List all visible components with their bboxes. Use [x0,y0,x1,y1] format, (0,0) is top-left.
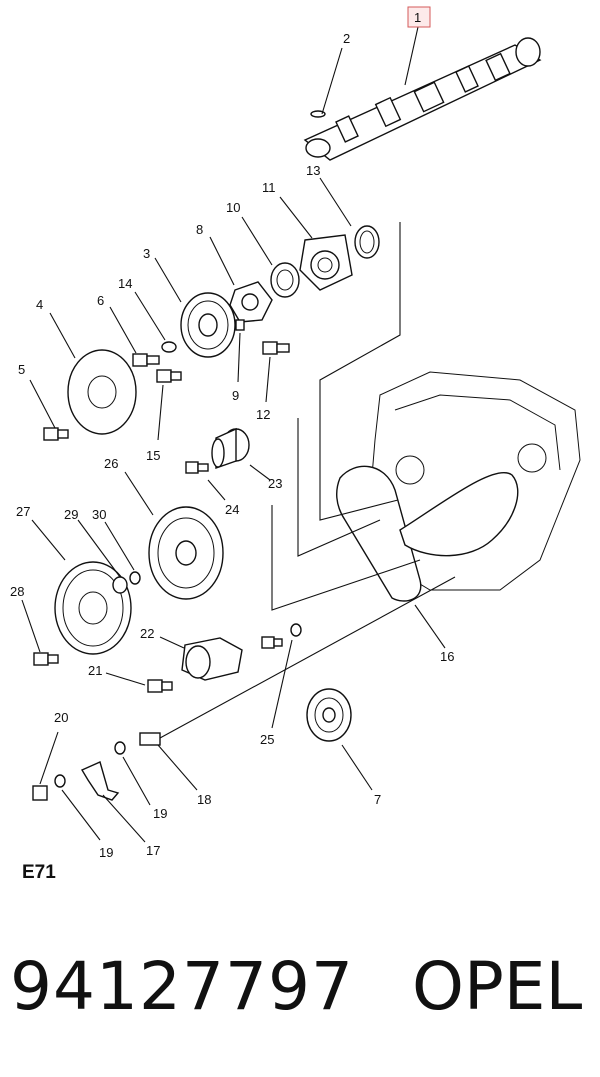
crank-gear-7 [306,688,352,742]
callout-11: 11 [262,180,276,195]
callout-22: 22 [140,626,154,641]
part-number: 94127797 [10,948,354,1025]
callout-2: 2 [343,31,350,46]
bolt-12 [262,341,290,355]
callout-30: 30 [92,507,106,522]
callout-6: 6 [97,293,104,308]
callout-28: 28 [10,584,24,599]
washer-14 [161,341,177,353]
tensioner-roller-23 [211,427,250,469]
bolt-25 [261,623,302,649]
callout-25: 25 [260,732,274,747]
callout-27: 27 [16,504,30,519]
callout-29: 29 [64,507,78,522]
callout-5: 5 [18,362,25,377]
callout-13: 13 [306,163,320,178]
nut-20 [32,785,48,801]
oil-seal-13 [354,225,380,259]
callout-8: 8 [196,222,203,237]
bolt-15 [156,369,182,383]
callout-19-lower: 19 [99,845,113,860]
brand-name: OPEL [412,948,583,1025]
bolt-24 [185,461,209,474]
washer-19-lower [54,774,66,788]
tensioner-22 [181,637,243,681]
callout-24: 24 [225,502,239,517]
bolt-28 [33,652,59,666]
callout-3: 3 [143,246,150,261]
callout-16: 16 [440,649,454,664]
callout-26: 26 [104,456,118,471]
plate-27 [54,561,132,655]
callout-14: 14 [118,276,132,291]
bolt-9 [235,319,245,331]
gear-3 [180,292,236,358]
cover-plate-4 [67,349,137,435]
stud-18 [139,576,456,746]
callout-1: 1 [414,10,421,25]
washer-30 [129,571,141,585]
washer-19-upper [114,741,126,755]
bolt-5 [43,427,69,441]
bracket-17 [80,761,120,801]
diagram-code: E71 [22,862,56,883]
callout-7: 7 [374,792,381,807]
highlighted-callout-box [407,6,431,28]
gear-26 [148,506,224,600]
callout-21: 21 [88,663,102,678]
washer-29 [112,576,128,594]
callout-23: 23 [268,476,282,491]
callout-18: 18 [197,792,211,807]
callout-4: 4 [36,297,43,312]
callout-19-upper: 19 [153,806,167,821]
bolt-6 [132,353,160,367]
housing-11 [299,234,353,291]
timing-belt-16 [336,465,519,602]
camshaft [303,37,542,161]
callout-20: 20 [54,710,68,725]
callout-17: 17 [146,843,160,858]
callout-15: 15 [146,448,160,463]
bolt-21 [147,679,173,693]
exploded-parts-diagram: 1 2 13 11 10 8 3 14 6 4 5 9 12 15 23 26 … [10,6,581,860]
bearing-10 [270,262,300,298]
hub-8 [229,281,273,323]
callout-12: 12 [256,407,270,422]
callout-9: 9 [232,388,239,403]
callout-10: 10 [226,200,240,215]
